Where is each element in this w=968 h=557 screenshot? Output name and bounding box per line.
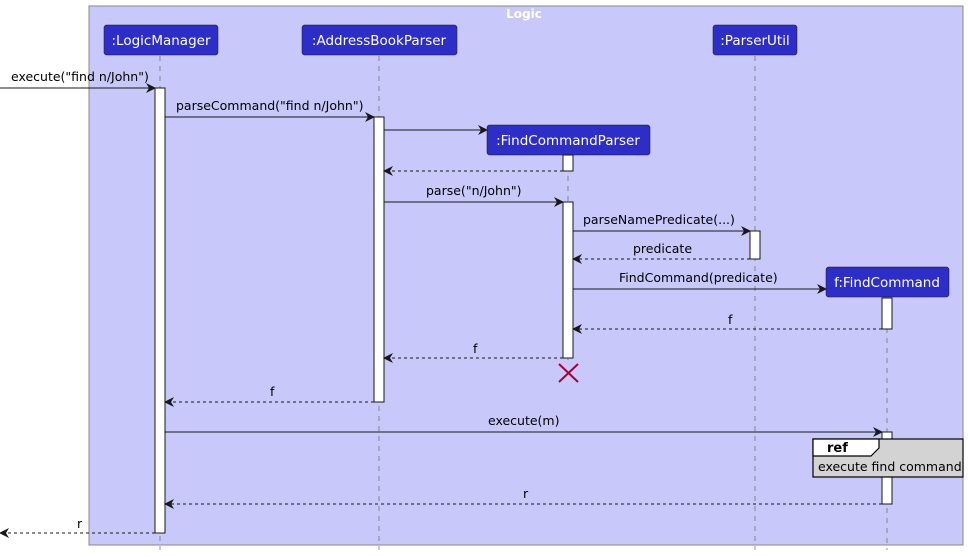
activation-logic-manager <box>154 87 166 534</box>
participant-address-book-parser-label: :AddressBookParser <box>312 33 447 49</box>
activation-parser-util <box>749 230 761 260</box>
logic-box-title: Logic <box>506 7 542 21</box>
activation-find-command-init <box>881 297 893 330</box>
participant-parser-util-label: :ParserUtil <box>720 33 789 49</box>
msg-f-return-3: f <box>270 384 275 399</box>
participant-find-command-parser-label: :FindCommandParser <box>496 133 640 149</box>
msg-predicate-return: predicate <box>633 241 692 256</box>
activation-find-command-parser-init <box>562 154 574 172</box>
msg-r-return-2: r <box>77 516 83 531</box>
activation-address-book-parser <box>373 116 385 403</box>
destroy-marker <box>558 363 579 383</box>
ref-frame-tab <box>812 438 880 457</box>
participant-logic-manager-label: :LogicManager <box>111 33 210 49</box>
ref-label: ref <box>827 441 848 456</box>
activation-find-command-parser-parse <box>562 201 574 359</box>
participant-find-command[interactable] <box>825 266 950 298</box>
msg-r-return-1: r <box>523 486 529 501</box>
ref-text: execute find command <box>818 459 962 474</box>
msg-parse: parse("n/John") <box>426 183 522 198</box>
participant-logic-manager[interactable] <box>103 24 219 56</box>
msg-execute-m: execute(m) <box>488 413 560 428</box>
msg-f-return-1: f <box>728 312 733 327</box>
participant-find-command-label: f:FindCommand <box>834 275 940 291</box>
msg-f-return-2: f <box>473 341 478 356</box>
participant-parser-util[interactable] <box>712 24 798 56</box>
msg-find-command-create: FindCommand(predicate) <box>619 270 778 285</box>
msg-parse-command: parseCommand("find n/John") <box>176 98 363 113</box>
msg-parse-name-predicate: parseNamePredicate(...) <box>583 212 735 227</box>
participant-address-book-parser[interactable] <box>301 24 458 56</box>
msg-execute-in: execute("find n/John") <box>11 69 149 84</box>
